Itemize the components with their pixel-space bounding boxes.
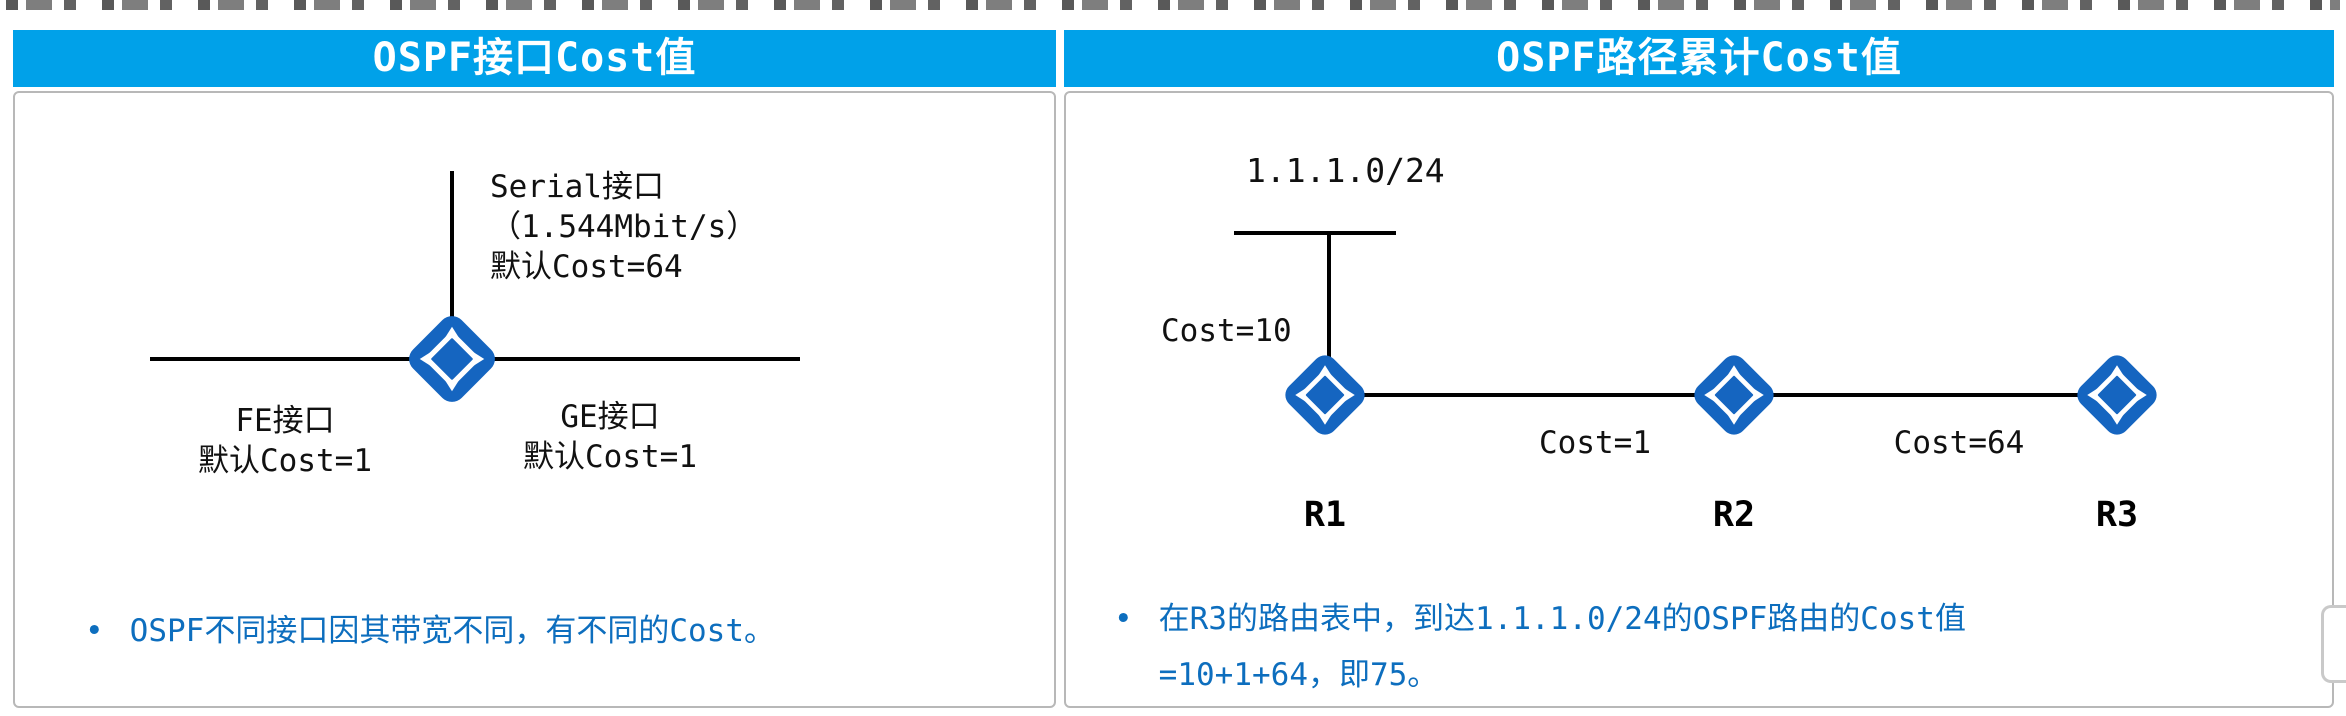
right-bullet-line2: =10+1+64，即75。 [1158, 657, 1439, 693]
ge-label-line2: 默认Cost=1 [523, 439, 697, 475]
router-name-r1: R1 [1303, 495, 1347, 535]
bullet-marker: • [85, 613, 104, 649]
router-icon-r3 [2069, 347, 2165, 443]
fe-interface-label: FE接口 默认Cost=1 [145, 401, 425, 481]
network-segment-label: 1.1.1.0/24 [1246, 151, 1445, 190]
right-bullet-line1: 在R3的路由表中，到达1.1.1.0/24的OSPF路由的Cost值 [1158, 601, 1966, 637]
cost-r2-r3-label: Cost=64 [1893, 425, 2025, 461]
cost-r1-r2-label: Cost=1 [1539, 425, 1651, 461]
r1-network-link-line [1327, 231, 1331, 397]
router-name-r2: R2 [1712, 495, 1756, 535]
fe-label-line1: FE接口 [235, 403, 335, 439]
partial-side-handle[interactable] [2321, 605, 2346, 683]
clipped-text-row [6, 0, 2340, 10]
router-icon-svg [409, 316, 495, 402]
serial-label-line3: 默认Cost=64 [490, 249, 683, 285]
left-panel: OSPF接口Cost值 Serial接口 （1.544Mbit/s） [13, 30, 1056, 708]
serial-label-line2: （1.544Mbit/s） [490, 209, 758, 245]
cost-up-label: Cost=10 [1161, 313, 1292, 349]
left-panel-body: Serial接口 （1.544Mbit/s） 默认Cost=64 FE接口 默认… [13, 91, 1056, 708]
ge-label-line1: GE接口 [560, 399, 660, 435]
left-panel-title: OSPF接口Cost值 [13, 30, 1056, 87]
right-panel: OSPF路径累计Cost值 1.1.1.0/24 Cost=10 Cost=1 … [1064, 30, 2334, 708]
right-panel-body: 1.1.1.0/24 Cost=10 Cost=1 Cost=64 [1064, 91, 2334, 708]
left-bullet-text: OSPF不同接口因其带宽不同，有不同的Cost。 [129, 613, 775, 649]
router-icon-r1 [1277, 347, 1373, 443]
serial-interface-label: Serial接口 （1.544Mbit/s） 默认Cost=64 [490, 167, 757, 287]
router-icon-r2 [1686, 347, 1782, 443]
network-stub-line [1234, 231, 1396, 235]
right-bullet-text: 在R3的路由表中，到达1.1.1.0/24的OSPF路由的Cost值 =10+1… [1159, 591, 1966, 703]
left-serial-link-line [450, 171, 454, 361]
serial-label-line1: Serial接口 [490, 169, 664, 205]
bullet-marker: • [1114, 601, 1133, 637]
right-bullet-note: • 在R3的路由表中，到达1.1.1.0/24的OSPF路由的Cost值 =10… [1114, 591, 1966, 703]
fe-label-line2: 默认Cost=1 [198, 443, 372, 479]
router-icon [400, 307, 504, 411]
right-panel-title: OSPF路径累计Cost值 [1064, 30, 2334, 87]
left-bullet-note: • OSPF不同接口因其带宽不同，有不同的Cost。 [85, 603, 775, 659]
ge-interface-label: GE接口 默认Cost=1 [465, 397, 755, 477]
router-name-r3: R3 [2095, 495, 2139, 535]
